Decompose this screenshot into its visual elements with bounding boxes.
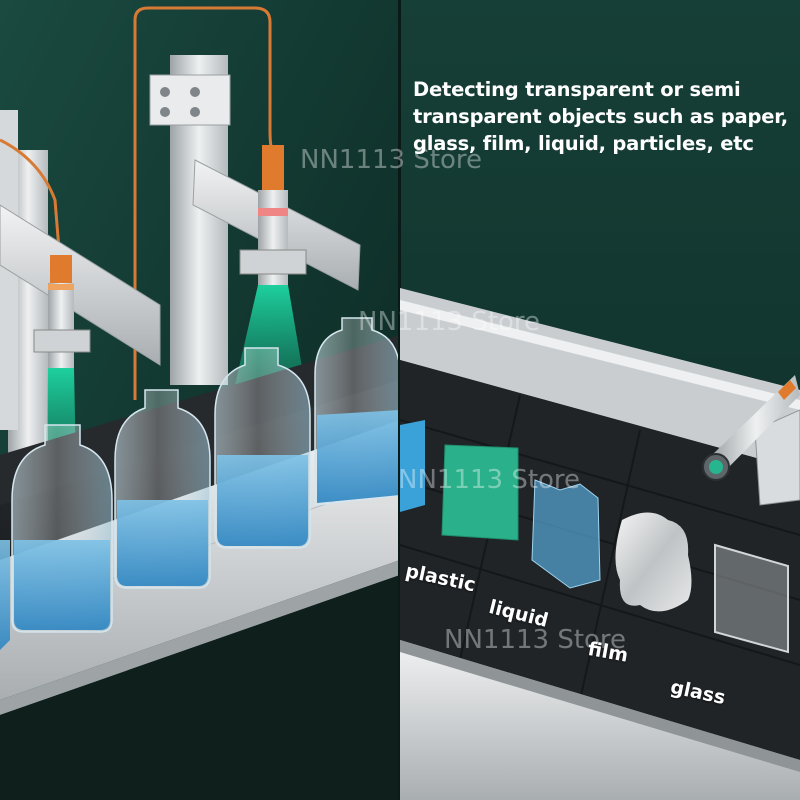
- bottle-row: [0, 317, 401, 650]
- sample-blue-edge: [400, 420, 425, 512]
- sample-film: [615, 512, 692, 612]
- bottle: [114, 389, 211, 589]
- sample-glass: [714, 543, 789, 654]
- watermark: NN1113 Store: [444, 625, 627, 655]
- bottle: [11, 424, 113, 633]
- watermark: NN1113 Store: [358, 307, 541, 337]
- panel-divider: [398, 0, 401, 800]
- photoelectric-sensor-left: [33, 255, 91, 368]
- bottle: [314, 317, 401, 506]
- sample-plastic: [441, 444, 519, 541]
- sensor-cable-left: [0, 138, 62, 263]
- feature-caption: Detecting transparent or semi transparen…: [413, 78, 789, 155]
- sample-liquid: [531, 479, 601, 589]
- watermark: NN1113 Store: [398, 465, 581, 495]
- bottle: [214, 347, 311, 549]
- mounting-arm-left: [0, 204, 161, 366]
- watermark: NN1113 Store: [300, 145, 483, 175]
- sensor-cable-right: [133, 6, 274, 400]
- photoelectric-sensor-right: [239, 145, 307, 285]
- photoelectric-sensor-side: [702, 375, 800, 506]
